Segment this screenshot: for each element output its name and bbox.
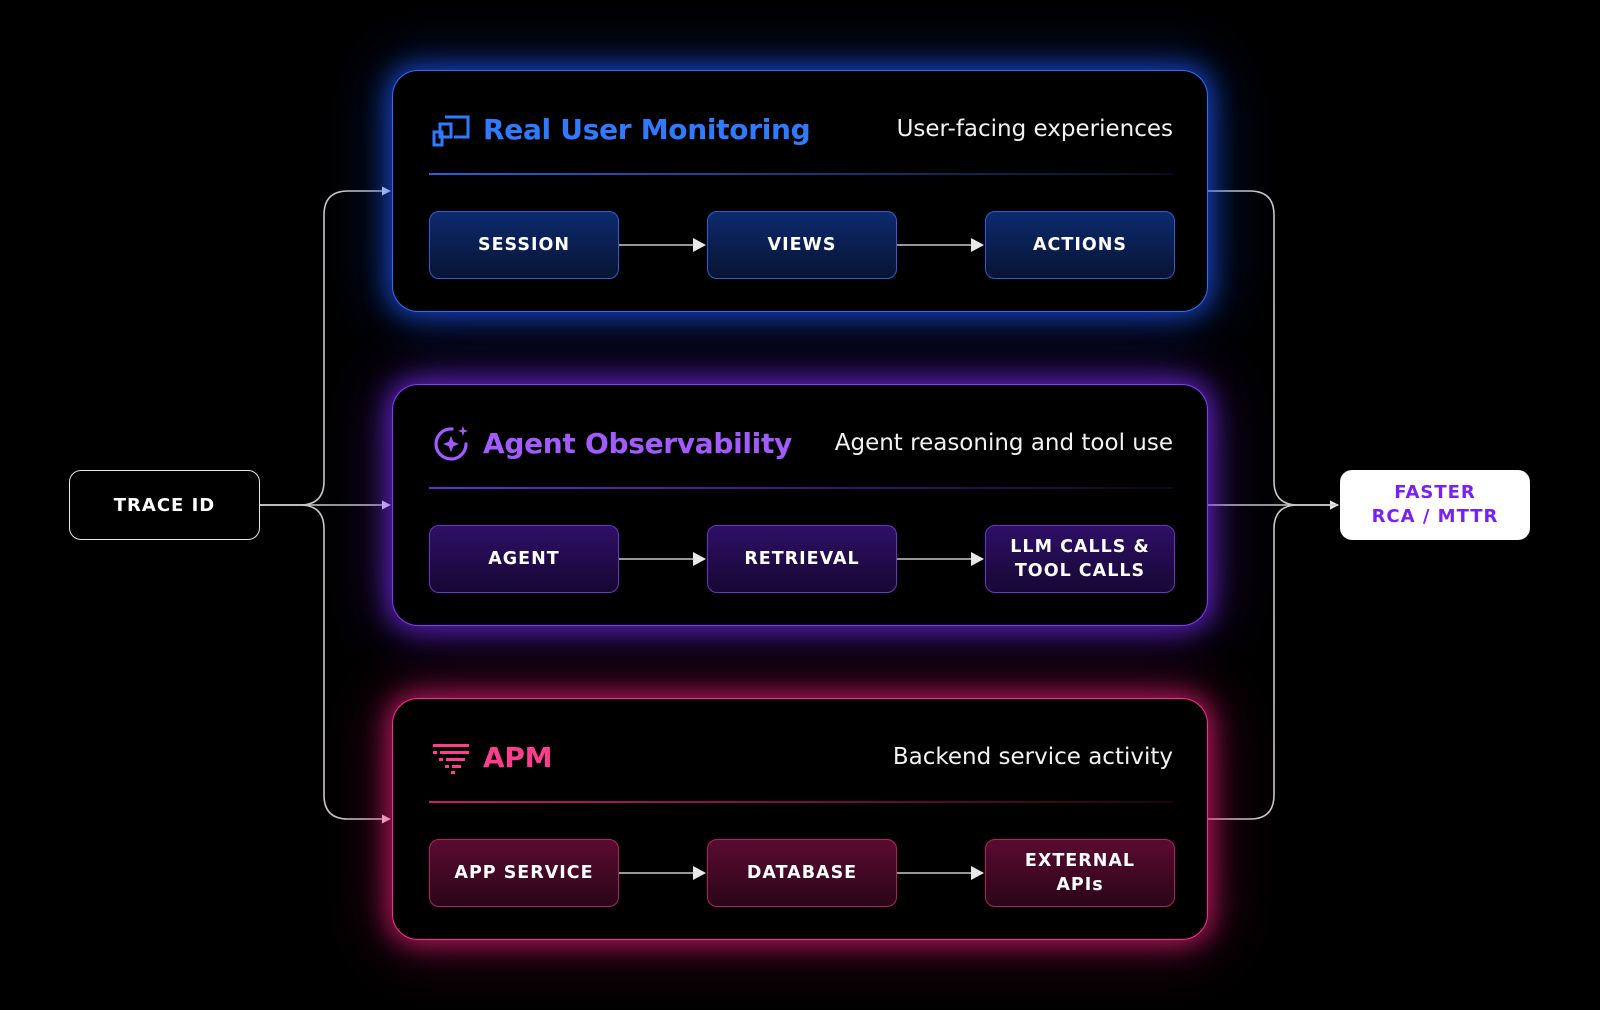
flow-arrow: [619, 552, 706, 566]
panel-title: APM: [483, 740, 553, 774]
flow-arrow: [897, 238, 984, 252]
panel-subtitle: User-facing experiences: [896, 116, 1173, 142]
devices-icon: [429, 107, 473, 151]
panel-subtitle: Backend service activity: [892, 744, 1173, 770]
step-agent: AGENT: [429, 525, 619, 593]
step-views: VIEWS: [707, 211, 897, 279]
trace-to-rum-connector: [260, 186, 391, 506]
flow-arrow: [897, 866, 984, 880]
panel-divider: [429, 173, 1173, 175]
stacked-bars-icon: [429, 735, 473, 779]
sparkle-circle-icon: [429, 421, 473, 465]
panel-header: Agent Observability Agent reasoning and …: [429, 415, 1173, 471]
step-actions: ACTIONS: [985, 211, 1175, 279]
step-app-service: APP SERVICE: [429, 839, 619, 907]
step-retrieval: RETRIEVAL: [707, 525, 897, 593]
panel-agent-observability: Agent Observability Agent reasoning and …: [392, 384, 1208, 626]
rum-to-outcome-connector: [1208, 190, 1339, 510]
panel-real-user-monitoring: Real User Monitoring User-facing experie…: [392, 70, 1208, 312]
step-database: DATABASE: [707, 839, 897, 907]
flow-arrow: [619, 866, 706, 880]
trace-id-node: TRACE ID: [69, 470, 260, 540]
panel-title: Real User Monitoring: [483, 112, 811, 146]
panel-header: Real User Monitoring User-facing experie…: [429, 101, 1173, 157]
panel-divider: [429, 801, 1173, 803]
step-session: SESSION: [429, 211, 619, 279]
panel-divider: [429, 487, 1173, 489]
panel-title: Agent Observability: [483, 426, 792, 460]
apm-to-outcome-connector: [1208, 504, 1338, 820]
panel-subtitle: Agent reasoning and tool use: [834, 430, 1173, 456]
faster-rca-mttr-node: FASTER RCA / MTTR: [1340, 470, 1530, 540]
flow-arrow: [619, 238, 706, 252]
panel-apm: APM Backend service activity APP SERVICE…: [392, 698, 1208, 940]
outcome-line-1: FASTER: [1394, 482, 1476, 503]
panel-header: APM Backend service activity: [429, 729, 1173, 785]
trace-to-apm-connector: [260, 504, 391, 824]
trace-id-label: TRACE ID: [113, 494, 216, 516]
flow-arrow: [897, 552, 984, 566]
outcome-line-2: RCA / MTTR: [1371, 506, 1499, 527]
step-external-apis: EXTERNAL APIs: [985, 839, 1175, 907]
step-llm-tool-calls: LLM CALLS & TOOL CALLS: [985, 525, 1175, 593]
